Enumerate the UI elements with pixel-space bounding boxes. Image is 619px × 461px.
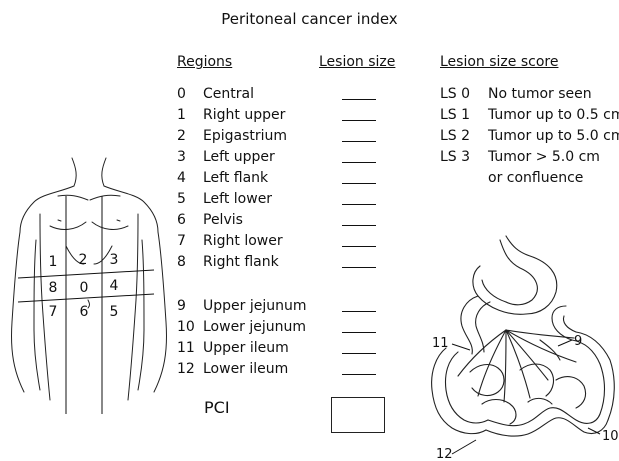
grid-label: 5 [110, 304, 119, 320]
lesion-size-blank-0[interactable] [342, 99, 376, 100]
pci-label: PCI [204, 398, 230, 417]
region-name: Right upper [203, 107, 285, 123]
region-name: Pelvis [203, 212, 243, 228]
grid-label: 1 [49, 254, 58, 270]
grid-label: 7 [49, 304, 58, 320]
bowel-label-9: 9 [574, 334, 582, 349]
region-name: Left upper [203, 149, 275, 165]
bowel-label-10: 10 [602, 429, 619, 444]
region-name: Upper ileum [203, 340, 289, 356]
lesion-size-score-header: Lesion size score [440, 54, 558, 70]
lesion-size-blank-2[interactable] [342, 141, 376, 142]
region-name: Lower jejunum [203, 319, 306, 335]
lesion-size-blank-11[interactable] [342, 353, 376, 354]
lesion-size-blank-8[interactable] [342, 267, 376, 268]
grid-label: 2 [79, 252, 88, 268]
region-name: Upper jejunum [203, 298, 307, 314]
region-name: Lower ileum [203, 361, 288, 377]
lesion-size-blank-9[interactable] [342, 311, 376, 312]
bowel-label-11: 11 [432, 336, 449, 351]
lesion-size-blank-6[interactable] [342, 225, 376, 226]
region-name: Right lower [203, 233, 283, 249]
grid-label: 3 [110, 252, 119, 268]
region-name: Right flank [203, 254, 279, 270]
bowel-label-12: 12 [436, 447, 453, 461]
pci-total-box[interactable] [331, 397, 385, 433]
grid-label: 6 [80, 304, 89, 320]
lesion-size-blank-7[interactable] [342, 246, 376, 247]
lesion-size-blank-4[interactable] [342, 183, 376, 184]
lesion-size-blank-5[interactable] [342, 204, 376, 205]
page-title: Peritoneal cancer index [0, 10, 619, 28]
lesion-size-blank-1[interactable] [342, 120, 376, 121]
region-name: Epigastrium [203, 128, 287, 144]
regions-header: Regions [177, 54, 232, 70]
lesion-size-header: Lesion size [319, 54, 395, 70]
grid-label: 4 [110, 278, 119, 294]
grid-label: 8 [49, 280, 58, 296]
region-name: Left flank [203, 170, 268, 186]
grid-label: 0 [80, 280, 89, 296]
score-row-4: or confluence [440, 168, 583, 189]
lesion-size-blank-10[interactable] [342, 332, 376, 333]
lesion-size-blank-3[interactable] [342, 162, 376, 163]
region-name: Left lower [203, 191, 272, 207]
region-name: Central [203, 86, 254, 102]
lesion-size-blank-12[interactable] [342, 374, 376, 375]
